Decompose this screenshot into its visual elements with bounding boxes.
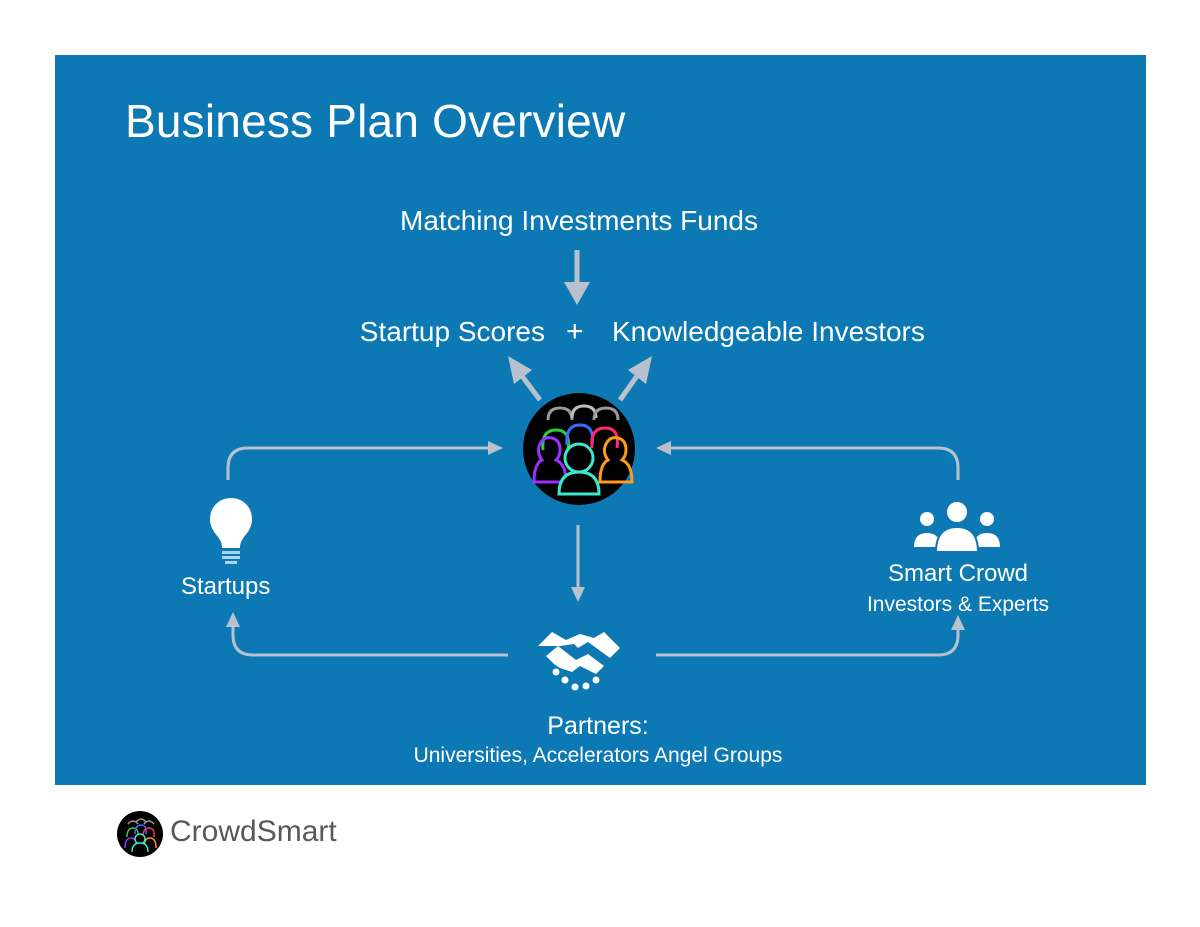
- knowledgeable-investors-label: Knowledgeable Investors: [612, 316, 925, 347]
- arrow-to-knowledgeable-investors: [617, 356, 652, 402]
- arrow-center-to-partners: [571, 525, 585, 602]
- smart-crowd-sublabel: Investors & Experts: [866, 593, 1050, 616]
- arrow-crowd-to-center: [656, 441, 960, 480]
- arrow-partners-to-startups: [226, 612, 508, 657]
- crowdsmart-logo-icon: [117, 811, 163, 857]
- smart-crowd-label: Smart Crowd: [887, 560, 1029, 587]
- partners-label: Partners:: [547, 712, 649, 740]
- arrow-to-startup-scores: [508, 356, 542, 402]
- startups-label: Startups: [181, 573, 271, 600]
- people-group-icon: [914, 500, 1000, 553]
- lightbulb-icon: [210, 498, 252, 564]
- matching-funds-label: Matching Investments Funds: [400, 205, 758, 236]
- startup-scores-label: Startup Scores: [359, 316, 545, 347]
- arrow-partners-to-crowd: [656, 615, 965, 657]
- handshake-icon: [538, 632, 620, 691]
- arrow-startups-to-center: [226, 441, 503, 480]
- brand-name: CrowdSmart: [170, 815, 337, 848]
- slide-title: Business Plan Overview: [125, 95, 626, 147]
- plus-operator: +: [566, 315, 584, 348]
- partners-sublabel: Universities, Accelerators Angel Groups: [413, 744, 783, 767]
- arrow-funds-to-scores: [564, 250, 590, 305]
- crowd-people-icon: [523, 393, 635, 505]
